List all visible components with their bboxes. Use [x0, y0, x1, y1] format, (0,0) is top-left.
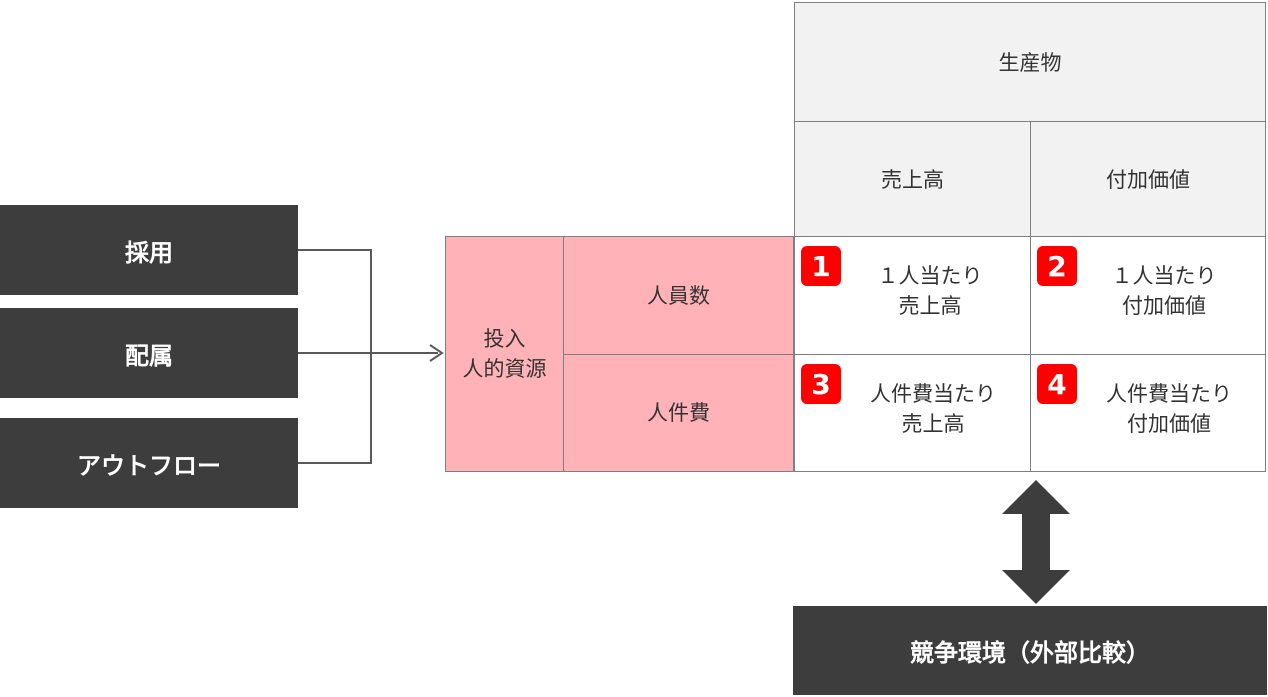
double-arrow-icon [1002, 480, 1070, 604]
result-cell-1-text: １人当たり 売上高 [835, 261, 1025, 321]
input-label-line2: 人的資源 [462, 357, 547, 381]
result-cell-3-text: 人件費当たり 売上高 [841, 379, 1025, 439]
arrow-right-icon [429, 344, 444, 362]
result-cell-4: 4 人件費当たり 付加価値 [1030, 354, 1266, 472]
recruit-box: 採用 [0, 205, 298, 295]
result-cell-2-line1: １人当たり [1111, 264, 1217, 288]
headcount-cell: 人員数 [563, 236, 794, 355]
result-cell-4-line2: 付加価値 [1127, 412, 1211, 436]
labor-cost-cell: 人件費 [563, 354, 794, 472]
badge-2: 2 [1037, 246, 1077, 286]
result-cell-4-text: 人件費当たり 付加価値 [1077, 379, 1261, 439]
input-label-line1: 投入 [483, 327, 526, 351]
result-cell-1: 1 １人当たり 売上高 [794, 236, 1031, 355]
result-cell-3: 3 人件費当たり 売上高 [794, 354, 1031, 472]
badge-1: 1 [801, 246, 841, 286]
result-cell-3-line2: 売上高 [901, 412, 965, 436]
value-added-header: 付加価値 [1030, 121, 1266, 237]
result-cell-2-text: １人当たり 付加価値 [1069, 261, 1259, 321]
output-header: 生産物 [794, 2, 1266, 122]
result-cell-1-line2: 売上高 [898, 294, 962, 318]
badge-3: 3 [801, 364, 841, 404]
outflow-box: アウトフロー [0, 418, 298, 508]
competition-box: 競争環境（外部比較） [793, 606, 1267, 695]
result-cell-2: 2 １人当たり 付加価値 [1030, 236, 1266, 355]
result-cell-1-line1: １人当たり [877, 264, 983, 288]
input-human-resources: 投入 人的資源 [445, 236, 564, 472]
badge-4: 4 [1037, 364, 1077, 404]
result-cell-3-line1: 人件費当たり [870, 382, 996, 406]
result-cell-4-line1: 人件費当たり [1106, 382, 1232, 406]
result-cell-2-line2: 付加価値 [1122, 294, 1206, 318]
sales-header: 売上高 [794, 121, 1031, 237]
placement-box: 配属 [0, 308, 298, 398]
